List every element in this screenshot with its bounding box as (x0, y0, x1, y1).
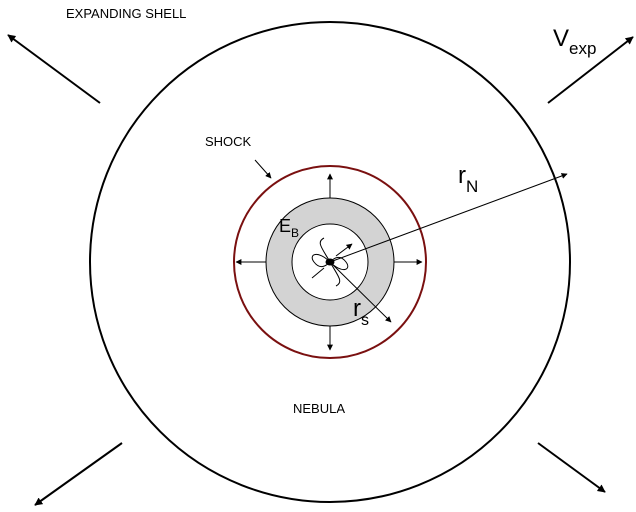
v-exp-label: Vexp (553, 25, 596, 58)
expansion-arrow-top-right (547, 36, 634, 104)
rs-main: r (353, 295, 361, 322)
rN-main: r (458, 162, 466, 189)
shock-label: SHOCK (205, 134, 252, 149)
EB-main: E (279, 216, 291, 236)
v-exp-sub: exp (569, 39, 596, 58)
expanding-shell-circle (89, 21, 571, 503)
expansion-arrow-bottom-left (34, 442, 123, 506)
rs-label: rs (353, 295, 369, 329)
shock-pointer-arrow (254, 159, 272, 179)
expansion-arrow-top-left (7, 34, 101, 104)
expansion-arrow-bottom-right (537, 442, 606, 493)
rs-radius-arrow (329, 261, 392, 323)
expanding-shell-label: EXPANDING SHELL (66, 6, 186, 21)
rN-label: rN (458, 162, 478, 196)
EB-sub: B (291, 226, 299, 240)
v-exp-main: V (553, 25, 569, 52)
rs-sub: s (361, 312, 369, 329)
pulsar-icon (311, 237, 353, 287)
rN-sub: N (466, 177, 478, 196)
nebula-label: NEBULA (293, 401, 345, 416)
EB-label: EB (279, 216, 299, 240)
rN-radius-arrow (329, 173, 568, 263)
